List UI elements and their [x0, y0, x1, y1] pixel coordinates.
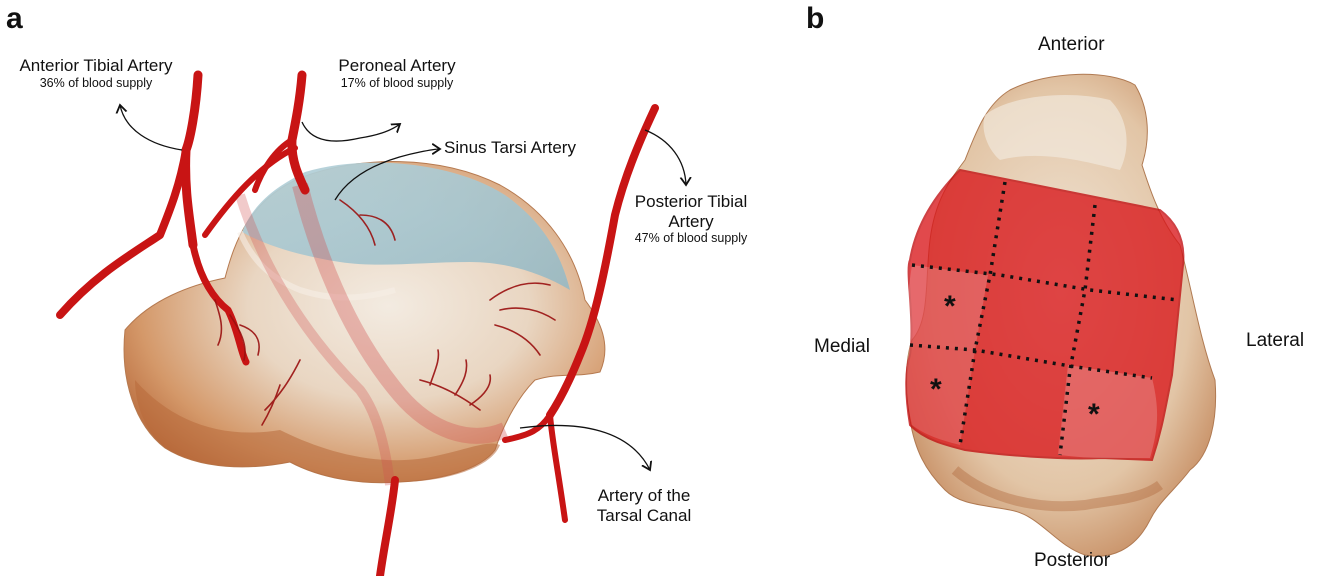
- label-tarsal-canal: Artery of the Tarsal Canal: [584, 486, 704, 525]
- talus-lateral-view: [124, 162, 605, 485]
- posterior-tibial-name-2: Artery: [626, 212, 756, 232]
- tarsal-canal-name-2: Tarsal Canal: [584, 506, 704, 526]
- orientation-lateral: Lateral: [1246, 330, 1304, 352]
- anterior-tibial-supply: 36% of blood supply: [8, 76, 184, 90]
- label-posterior-tibial: Posterior Tibial Artery 47% of blood sup…: [626, 192, 756, 245]
- tarsal-canal-name-1: Artery of the: [584, 486, 704, 506]
- label-sinus-tarsi: Sinus Tarsi Artery: [444, 138, 576, 158]
- marker-asterisk-1: *: [944, 292, 956, 322]
- label-anterior-tibial: Anterior Tibial Artery 36% of blood supp…: [8, 56, 184, 90]
- orientation-anterior: Anterior: [1038, 34, 1105, 56]
- anterior-tibial-name: Anterior Tibial Artery: [19, 56, 172, 75]
- posterior-tibial-name-1: Posterior Tibial: [626, 192, 756, 212]
- marker-asterisk-3: *: [1088, 400, 1100, 430]
- peroneal-supply: 17% of blood supply: [322, 76, 472, 90]
- orientation-medial: Medial: [814, 336, 870, 358]
- sinus-tarsi-name: Sinus Tarsi Artery: [444, 138, 576, 157]
- peroneal-artery: [292, 75, 305, 190]
- marker-asterisk-2: *: [930, 375, 942, 405]
- peroneal-name: Peroneal Artery: [338, 56, 455, 75]
- orientation-posterior: Posterior: [1034, 550, 1110, 572]
- posterior-tibial-supply: 47% of blood supply: [626, 231, 756, 245]
- label-peroneal: Peroneal Artery 17% of blood supply: [322, 56, 472, 90]
